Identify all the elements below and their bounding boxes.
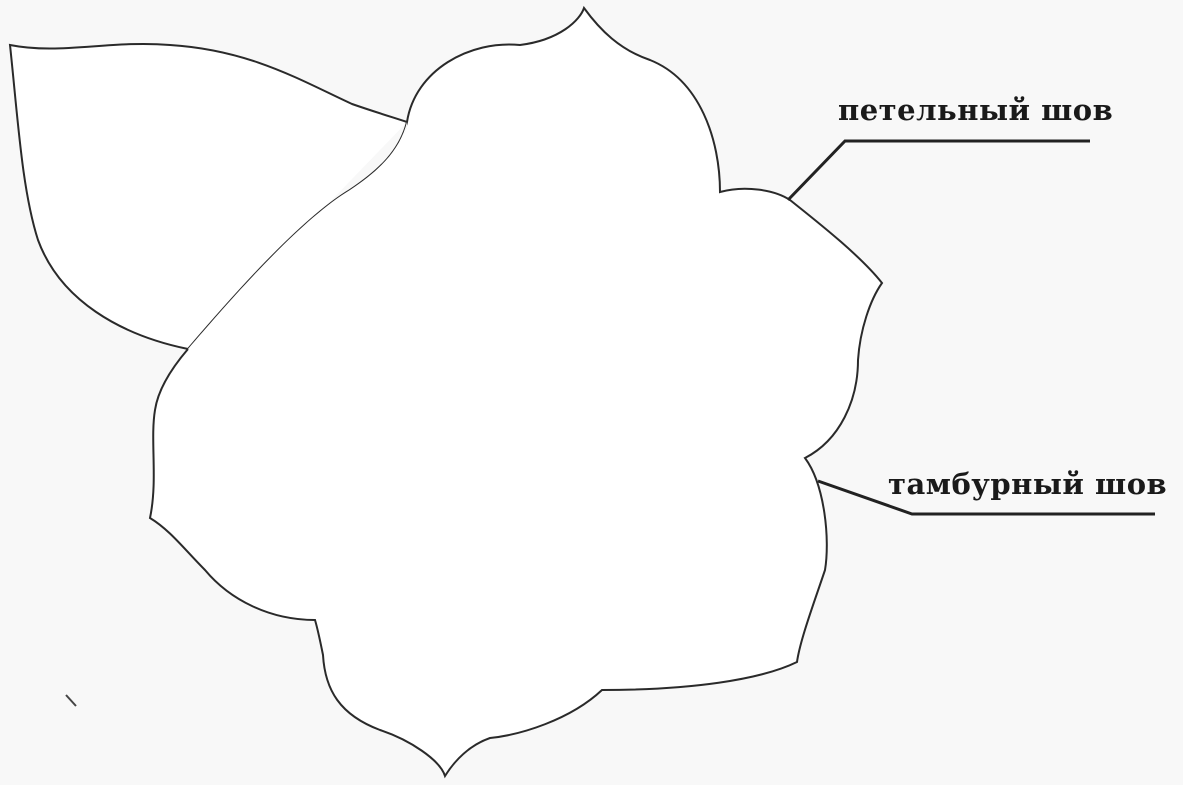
buttonhole-stitch-label: петельный шов [838, 93, 1114, 127]
chain-stitch-label: тамбурный шов [888, 467, 1168, 501]
leaf-outline [8, 42, 408, 350]
leader-line-buttonhole [786, 139, 1090, 202]
speck-mark [65, 694, 77, 707]
leader-line-chain [817, 479, 1155, 516]
flower-outline [148, 5, 884, 779]
